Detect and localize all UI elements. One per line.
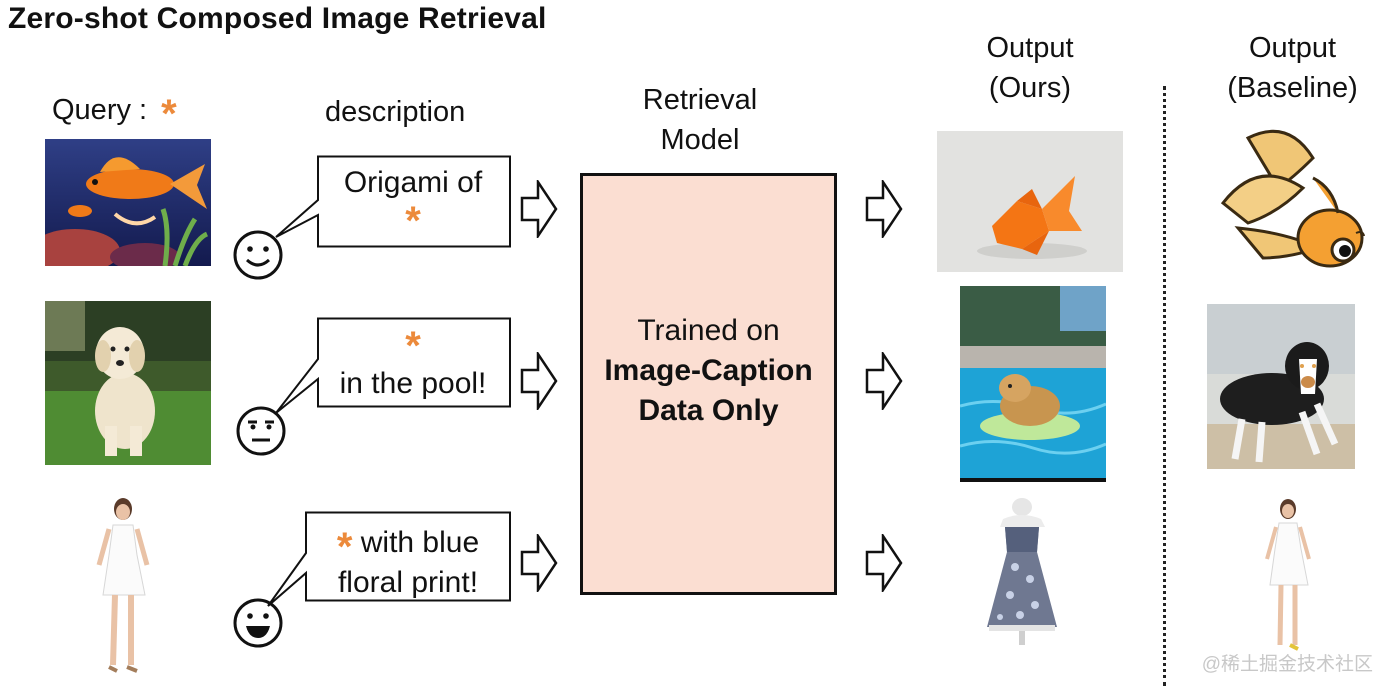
speech-bubble-2 — [262, 317, 514, 417]
output-ours-dog-in-pool — [960, 286, 1106, 482]
output-ours-line2: (Ours) — [988, 72, 1072, 104]
output-baseline-header: Output (Baseline) — [1195, 28, 1390, 108]
neutral-face-icon — [235, 405, 287, 457]
output-baseline-white-dress — [1250, 497, 1330, 657]
output-baseline-line2: (Baseline) — [1227, 72, 1358, 104]
arrow-right-icon — [865, 349, 903, 415]
description-3-line1-text: with blue — [352, 526, 480, 559]
retrieval-model-box: Trained on Image-Caption Data Only — [580, 173, 837, 595]
query-image-dog — [45, 301, 211, 465]
query-header: Query : * — [52, 86, 177, 134]
description-1: Origami of * — [318, 163, 508, 243]
description-3-line1: * with blue — [308, 519, 508, 567]
description-header: description — [325, 96, 466, 128]
query-image-goldfish — [45, 139, 211, 266]
model-box-line2: Image-Caption — [604, 354, 813, 387]
retrieval-model-header-line2: Model — [660, 124, 740, 156]
description-2-star-icon: * — [405, 324, 421, 368]
retrieval-model-header-line1: Retrieval — [642, 84, 758, 116]
output-ours-floral-dress — [975, 497, 1070, 647]
description-3-star-icon: * — [336, 525, 353, 569]
description-2-line2: in the pool! — [339, 367, 487, 400]
query-star-icon: * — [161, 92, 177, 136]
retrieval-model-header: Retrieval Model — [600, 80, 800, 160]
description-2: * in the pool! — [318, 324, 508, 404]
arrow-right-icon — [520, 177, 558, 243]
divider-line — [1163, 86, 1166, 686]
description-3: * with blue floral print! — [308, 519, 508, 603]
smiling-face-icon — [232, 229, 284, 281]
description-1-line1: Origami of — [343, 166, 483, 199]
output-baseline-cartoon-goldfish — [1218, 118, 1368, 278]
speech-bubble-3 — [262, 511, 514, 611]
output-baseline-dog-beach — [1207, 304, 1355, 469]
arrow-right-icon — [520, 531, 558, 597]
watermark: @稀土掘金技术社区 — [1201, 654, 1373, 675]
output-ours-line1: Output — [986, 32, 1074, 64]
model-box-line1: Trained on — [637, 314, 780, 347]
output-ours-origami-goldfish — [937, 131, 1123, 272]
output-baseline-line1: Output — [1248, 32, 1337, 64]
description-3-line2: floral print! — [337, 566, 479, 599]
arrow-right-icon — [865, 177, 903, 243]
model-box-line3: Data Only — [638, 394, 779, 427]
arrow-right-icon — [520, 349, 558, 415]
query-image-white-dress — [85, 495, 165, 685]
speech-bubble-1 — [262, 155, 514, 255]
model-box-text: Trained on Image-Caption Data Only — [583, 311, 834, 431]
grinning-face-icon — [232, 597, 284, 649]
output-ours-header: Output (Ours) — [935, 28, 1125, 108]
page-title: Zero-shot Composed Image Retrieval — [8, 2, 547, 35]
description-1-star-icon: * — [405, 199, 421, 243]
query-label: Query : — [52, 94, 148, 126]
arrow-right-icon — [865, 531, 903, 597]
